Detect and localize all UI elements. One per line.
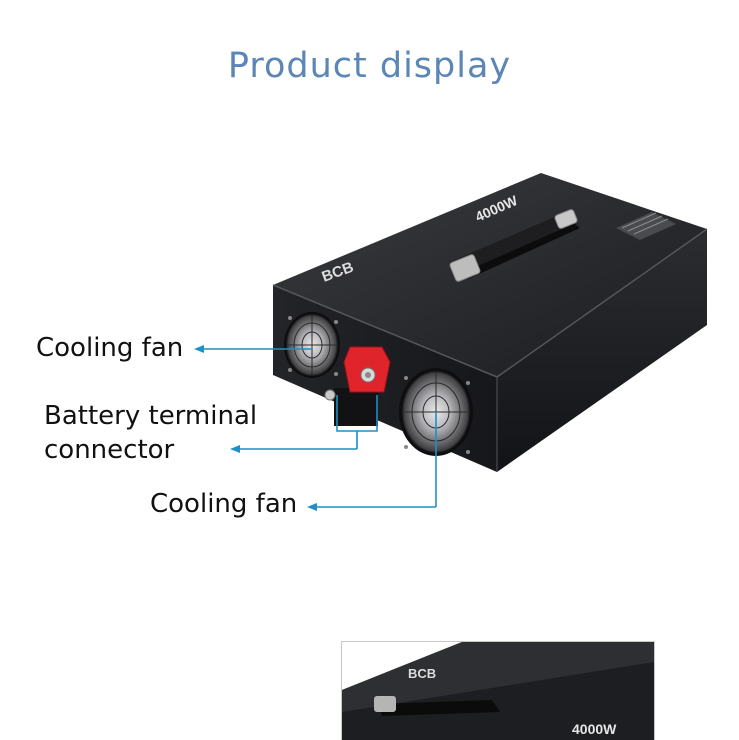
- callout-cooling-fan-top: Cooling fan: [36, 333, 184, 363]
- thumbnail-image: BCB 4000W: [342, 642, 654, 740]
- callout-cooling-fan-bottom: Cooling fan: [150, 489, 298, 519]
- spec-panel: [616, 212, 676, 240]
- device-top-face: [273, 173, 707, 377]
- battery-terminal-connector: [324, 346, 391, 426]
- device-side-face: [497, 229, 707, 472]
- page-title: Product display: [227, 46, 512, 86]
- cooling-fan-left: [284, 312, 340, 378]
- callout-terminal-line1: Battery terminal: [44, 401, 258, 431]
- thumbnail-preview[interactable]: BCB 4000W: [341, 641, 655, 740]
- callout-terminal-line2: connector: [44, 435, 175, 465]
- thumbnail-brand-logo: BCB: [408, 666, 436, 681]
- callout-lines: [194, 345, 437, 511]
- carry-handle: [449, 209, 580, 282]
- thumbnail-power-marking: 4000W: [572, 721, 617, 737]
